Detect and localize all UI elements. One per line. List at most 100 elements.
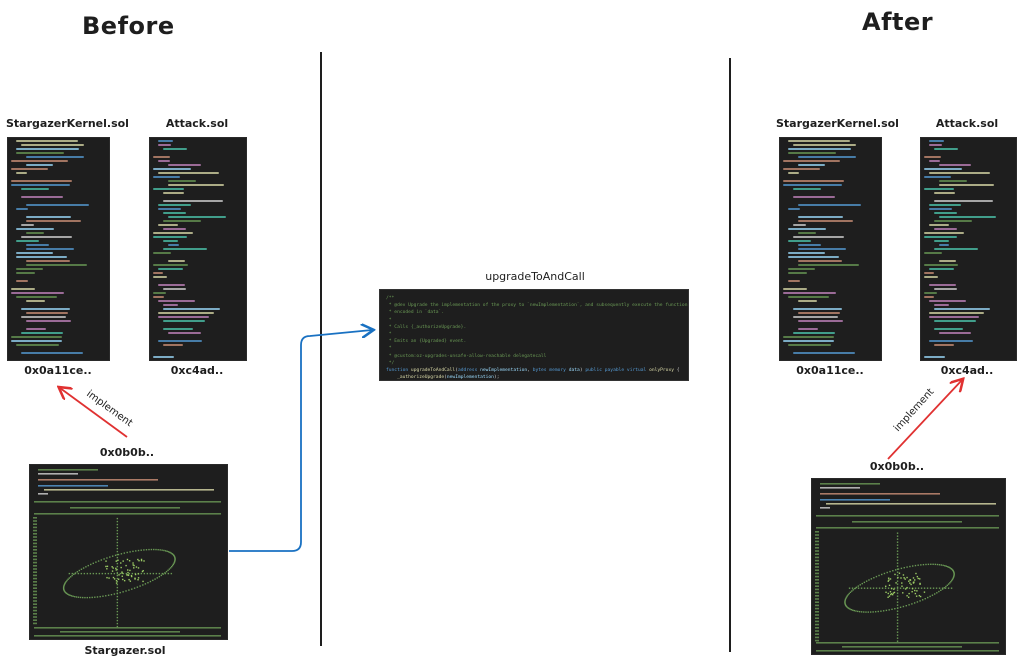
art-dot [173, 555, 175, 557]
art-dot [131, 588, 133, 590]
art-dot [946, 584, 949, 587]
before-proxy-label: Stargazer.sol [84, 644, 166, 657]
art-dot [86, 572, 89, 575]
art-dot [924, 598, 926, 600]
art-dot [901, 585, 903, 587]
code-line-mark [33, 542, 37, 545]
art-dot [899, 587, 902, 589]
code-line-mark [16, 240, 40, 242]
code-line-mark [163, 304, 179, 306]
code-line-mark [11, 160, 68, 162]
art-dot [158, 572, 161, 575]
code-line-mark [788, 344, 832, 346]
art-dot [938, 564, 941, 566]
code-line-mark [798, 320, 844, 322]
art-dot [896, 598, 899, 600]
art-dot [76, 571, 79, 573]
art-dot [121, 575, 123, 577]
art-dot [118, 574, 120, 576]
art-dot [158, 575, 161, 578]
art-dot [896, 568, 899, 570]
art-dot [110, 593, 113, 596]
art-dot [174, 560, 176, 562]
before-kernel-address: 0x0a11ce.. [24, 364, 92, 377]
code-line-mark [158, 340, 203, 342]
art-dot [909, 582, 911, 584]
code-line-mark [793, 144, 856, 146]
art-dot [889, 591, 892, 593]
art-dot [108, 577, 110, 579]
code-line: * [386, 332, 392, 338]
art-dot [116, 553, 119, 556]
art-dot [896, 616, 899, 618]
art-dot [116, 613, 119, 616]
art-dot [852, 609, 854, 611]
art-dot [115, 569, 117, 571]
art-dot [847, 594, 849, 596]
code-line-mark [815, 537, 819, 539]
art-dot [874, 611, 877, 613]
art-dot [916, 575, 919, 578]
code-line-mark [11, 288, 36, 290]
after-attack-address: 0xc4ad.. [940, 364, 994, 377]
art-dot [881, 573, 883, 576]
art-dot [116, 547, 119, 550]
art-dot [903, 577, 905, 579]
code-line-mark [929, 144, 943, 146]
art-dot [912, 577, 915, 579]
code-line-mark [153, 252, 172, 254]
art-dot [139, 585, 141, 587]
code-line-mark [168, 244, 179, 246]
art-dot [95, 572, 98, 575]
art-dot [936, 563, 939, 566]
art-dot [123, 552, 126, 554]
before-kernel-label: StargazerKernel.sol [6, 117, 129, 130]
art-dot [916, 590, 918, 592]
art-dot [161, 572, 164, 575]
code-line-mark [33, 565, 37, 567]
code-line-mark [924, 236, 958, 238]
art-dot [120, 553, 123, 555]
art-dot [896, 553, 899, 555]
art-dot [164, 550, 167, 552]
art-dot [174, 558, 176, 560]
code-line-mark [934, 344, 954, 346]
art-dot [873, 576, 875, 579]
code-line-mark [798, 232, 817, 234]
art-dot [885, 591, 887, 593]
code-line-mark [798, 244, 822, 246]
art-dot [116, 572, 119, 575]
code-line-mark [934, 200, 993, 202]
art-dot [935, 587, 938, 589]
code-line-mark [21, 144, 84, 146]
code-line-mark [16, 256, 67, 258]
code-line-mark [929, 208, 952, 210]
art-dot [902, 574, 905, 576]
code-line-mark [934, 240, 950, 242]
code-line-mark [934, 288, 957, 290]
code-line-mark [26, 216, 72, 218]
code-line-mark [38, 485, 108, 487]
art-dot [137, 549, 140, 552]
art-dot [918, 594, 921, 597]
art-dot [116, 571, 119, 574]
art-dot [127, 574, 130, 577]
art-dot [860, 587, 863, 589]
art-dot [106, 576, 108, 579]
code-line-mark [924, 272, 934, 274]
code-line-mark [21, 332, 64, 334]
art-dot [860, 611, 863, 613]
code-line-mark [934, 328, 964, 330]
code-line-mark [815, 553, 819, 555]
art-dot [903, 566, 905, 569]
art-dot [891, 593, 894, 596]
art-dot [69, 576, 72, 578]
code-line-mark [788, 208, 801, 210]
art-dot [949, 567, 951, 569]
code-line-mark [788, 172, 800, 174]
art-dot [909, 565, 911, 568]
before-proxy-address: 0x0b0b.. [99, 446, 155, 459]
code-line-mark [33, 529, 37, 532]
code-line-mark [21, 352, 83, 354]
code-line-mark [158, 208, 182, 210]
